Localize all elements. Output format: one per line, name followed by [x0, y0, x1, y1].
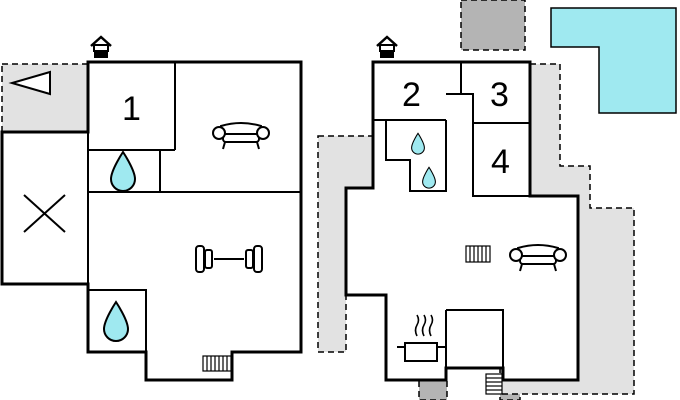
room-number-4: 4: [491, 143, 510, 181]
direction-arrow-icon: [8, 70, 51, 96]
room-number-1: 1: [122, 90, 141, 128]
fitness-dumbbell-icon: [195, 245, 263, 273]
entrance-house-icon: [375, 35, 399, 60]
pool: [550, 7, 677, 114]
room-number-2: 2: [402, 76, 421, 114]
stairs-icon: [485, 373, 503, 395]
left-building: 1: [0, 35, 303, 382]
room-number-3: 3: [490, 76, 509, 114]
stairs-icon: [202, 355, 232, 372]
radiator-icon: [465, 245, 491, 263]
garage-top: [460, 0, 526, 51]
entrance-house-icon: [89, 35, 113, 60]
garage-bottom-left: [418, 378, 448, 400]
left-interior-walls: [87, 62, 301, 352]
right-interior-walls: [373, 62, 530, 368]
right-building: 2 3 4: [317, 0, 677, 400]
kitchen-pot-icon: [397, 314, 445, 362]
closed-room-cross-icon: [23, 194, 66, 233]
